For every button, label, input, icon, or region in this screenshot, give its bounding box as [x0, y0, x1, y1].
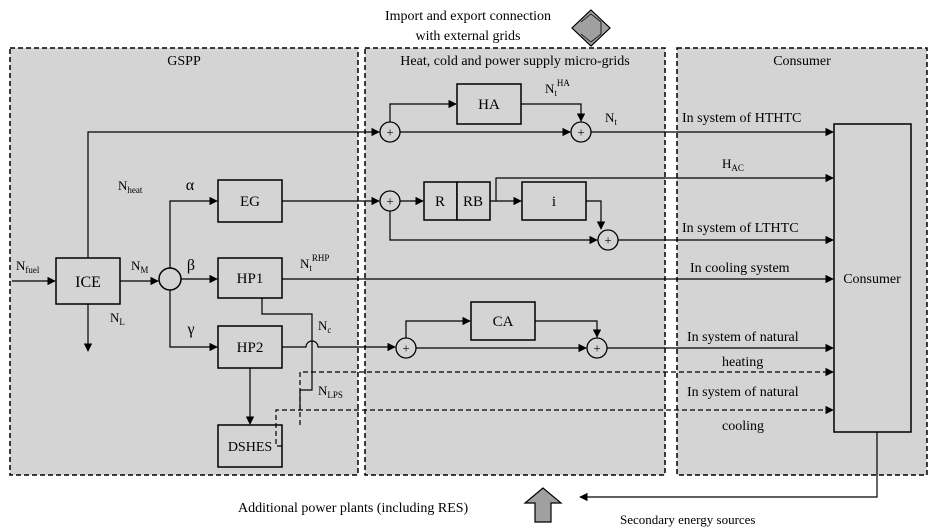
n-c-label: Nc: [318, 318, 331, 335]
additional-power-plants-label: Additional power plants (including RES): [238, 501, 469, 516]
nat-cooling-label-line2: cooling: [722, 419, 764, 434]
ha-block: [456, 83, 522, 125]
sum-junction-hthtc-out: +: [570, 121, 592, 143]
ha-to-sum-line: [521, 103, 586, 122]
alpha-branch: [169, 196, 218, 268]
eg-sum-to-lthtc: [389, 211, 598, 245]
ha-label: HA: [478, 97, 500, 113]
ca-sum-to-ca: [405, 316, 471, 338]
svg-text:+: +: [593, 341, 600, 356]
nat-heating-label-line2: heating: [722, 355, 763, 370]
cooling-output-label: In cooling system: [690, 261, 790, 276]
lthtc-output-label: In system of LTHTC: [682, 221, 799, 236]
n-t-ha-sub: t: [554, 88, 557, 98]
hthtc-output-label: In system of HTHTC: [682, 111, 801, 126]
n-t-ha-sup: HA: [557, 78, 570, 88]
rb-block: [456, 181, 491, 221]
n-t-main: N: [605, 110, 615, 125]
n-lps-label: NLPS: [318, 383, 343, 400]
beta-label: β: [187, 257, 195, 274]
gspp-title: GSPP: [167, 54, 201, 69]
ice-heat-line: [87, 127, 380, 258]
n-heat-sub: heat: [127, 185, 142, 195]
hp1-block: [217, 257, 283, 299]
ca-to-sum-line: [535, 320, 602, 338]
n-fuel-sub: fuel: [25, 265, 39, 275]
n-fuel-main: N: [16, 258, 26, 273]
dshes-cooling-dashed-line: [275, 405, 834, 447]
n-c-sub: c: [327, 325, 331, 335]
hp2-label: HP2: [237, 340, 264, 356]
additional-power-plants-arrow-icon: [523, 487, 563, 523]
n-t-rhp-main: N: [300, 256, 310, 271]
n-l-main: N: [110, 310, 120, 325]
svg-text:+: +: [402, 341, 409, 356]
i-label: i: [552, 194, 556, 210]
import-export-double-arrow-icon: [571, 9, 611, 47]
n-t-ha-main: N: [545, 81, 555, 96]
nat-cooling-label-line1: In system of natural: [687, 385, 799, 400]
import-export-label-line1: Import and export connection: [385, 9, 551, 24]
h-ac-main: H: [722, 156, 731, 171]
sum-junction-lthtc: +: [597, 229, 619, 251]
dshes-heating-dashed-line: [299, 367, 834, 425]
n-t-rhp-label: NtRHP: [300, 253, 329, 273]
rb-to-hac-line: [495, 173, 834, 201]
ice-label: ICE: [75, 274, 101, 291]
secondary-energy-arrow-line: [579, 432, 878, 502]
secondary-energy-sources-label: Secondary energy sources: [620, 512, 756, 527]
n-m-sub: M: [140, 265, 148, 275]
svg-text:+: +: [604, 233, 611, 248]
gamma-label: γ: [186, 321, 194, 338]
import-export-label-line2: with external grids: [416, 29, 521, 44]
sum-junction-ca-out: +: [586, 337, 608, 359]
consumer-panel-title: Consumer: [773, 54, 831, 69]
h-ac-sub: AC: [731, 163, 744, 173]
n-t-rhp-sup: RHP: [312, 253, 330, 263]
n-lps-main: N: [318, 383, 328, 398]
n-m-main: N: [131, 258, 141, 273]
n-fuel-label: Nfuel: [16, 258, 40, 275]
dshes-label: DSHES: [228, 440, 272, 455]
consumer-block: [833, 123, 912, 433]
hthtc-in-to-ha: [389, 99, 457, 122]
sum-junction-hthtc-in: +: [379, 121, 401, 143]
ca-label: CA: [493, 314, 514, 330]
sum-junction-eg-in: +: [379, 190, 401, 212]
n-heat-label: Nheat: [118, 178, 143, 195]
eg-label: EG: [240, 194, 260, 210]
i-to-lthtc-sum: [586, 200, 606, 230]
n-c-main: N: [318, 318, 328, 333]
split-node: [158, 267, 182, 291]
sum-junction-ca-in: +: [395, 337, 417, 359]
n-m-label: NM: [131, 258, 148, 275]
import-export-double-arrow-detail: [580, 13, 602, 43]
n-heat-main: N: [118, 178, 128, 193]
n-lps-sub: LPS: [327, 390, 343, 400]
ca-block: [470, 301, 536, 341]
consumer-block-label: Consumer: [843, 272, 901, 287]
hp1-to-dshes-line: [261, 298, 313, 410]
n-l-sub: L: [119, 317, 125, 327]
n-t-ha-label: NtHA: [545, 78, 570, 98]
n-t-sub: t: [614, 117, 617, 127]
n-l-label: NL: [110, 310, 125, 327]
rb-label: RB: [463, 194, 483, 210]
alpha-label: α: [186, 177, 195, 194]
nat-heating-label-line1: In system of natural: [687, 330, 799, 345]
microgrids-title: Heat, cold and power supply micro-grids: [400, 54, 629, 69]
svg-text:+: +: [577, 125, 584, 140]
n-t-rhp-sub: t: [309, 263, 312, 273]
n-t-label: Nt: [605, 110, 617, 127]
hp1-label: HP1: [237, 271, 264, 287]
svg-text:+: +: [386, 125, 393, 140]
r-label: R: [435, 194, 445, 210]
svg-text:+: +: [386, 194, 393, 209]
gamma-branch: [169, 290, 218, 352]
h-ac-label: HAC: [722, 156, 744, 173]
